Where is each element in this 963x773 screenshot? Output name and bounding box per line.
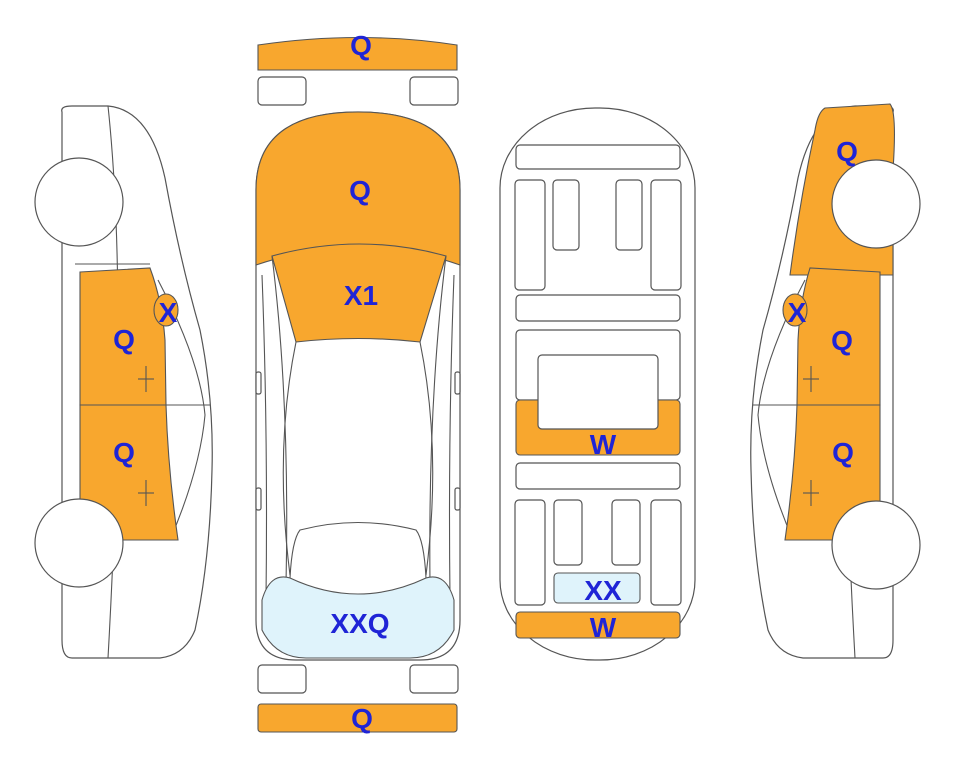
- hood-label: Q: [349, 175, 371, 206]
- left-taillight: [257, 664, 307, 694]
- left-front-door-label: Q: [113, 324, 135, 355]
- rear-window-label: XXQ: [330, 608, 389, 639]
- left-mirror-label: X: [159, 297, 178, 328]
- right-rear-wheel: [831, 500, 921, 590]
- left-side-view: Q Q X: [34, 105, 213, 659]
- right-door-handle-icon: [803, 366, 819, 506]
- interior-center-box: [537, 354, 659, 430]
- interior-trunk-label: W: [590, 612, 617, 643]
- interior-center-label: W: [590, 429, 617, 460]
- left-door-handle-icon: [138, 366, 154, 506]
- interior-view: W XX W: [499, 107, 696, 661]
- left-rear-wheel: [34, 498, 124, 588]
- right-front-wheel: [831, 159, 921, 249]
- interior-rear-seat-label: XX: [584, 575, 622, 606]
- rear-bumper-label: Q: [351, 703, 373, 734]
- right-window-line: [757, 279, 806, 541]
- right-front-fender-label: Q: [836, 136, 858, 167]
- front-seat-backs: [515, 294, 681, 322]
- right-headlight: [409, 76, 459, 106]
- dashboard: [515, 144, 681, 170]
- side-line-left: [261, 255, 288, 601]
- top-right-mirror: [454, 371, 461, 395]
- side-line-right: [429, 255, 455, 601]
- left-rear-door-panel[interactable]: [79, 404, 179, 541]
- left-front-wheel: [34, 157, 124, 247]
- interior-rear-seat-panel[interactable]: [553, 572, 641, 604]
- left-headlight: [257, 76, 307, 106]
- right-mirror-label: X: [788, 297, 807, 328]
- left-rear-door-label: Q: [113, 437, 135, 468]
- right-side-view: Q X Q Q: [750, 103, 921, 659]
- right-taillight: [409, 664, 459, 694]
- top-view: Q Q X1 XXQ Q: [255, 30, 461, 734]
- left-window-line: [157, 279, 206, 541]
- top-left-mirror: [255, 371, 262, 395]
- right-front-door-label: Q: [831, 325, 853, 356]
- front-bumper-label: Q: [350, 30, 372, 61]
- left-mirror-shape[interactable]: [153, 293, 179, 327]
- interior-trunk-panel[interactable]: [515, 611, 681, 639]
- rear-bumper-panel[interactable]: [257, 703, 458, 733]
- windshield-label: X1: [344, 280, 378, 311]
- front-bumper-panel[interactable]: [257, 36, 458, 71]
- right-rear-door-label: Q: [832, 437, 854, 468]
- right-mirror-shape[interactable]: [782, 293, 808, 327]
